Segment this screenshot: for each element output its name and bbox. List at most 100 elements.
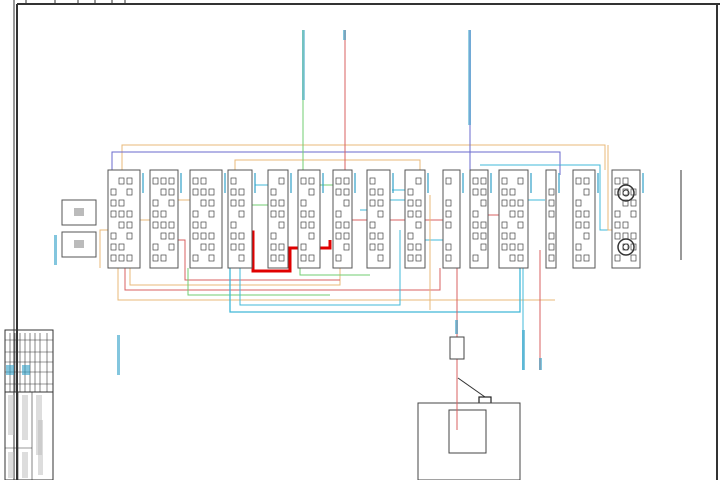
port (208, 210, 215, 218)
port (300, 254, 307, 262)
port (472, 188, 479, 196)
port (407, 210, 414, 218)
title-block-text (38, 420, 43, 475)
rack-device (469, 169, 492, 269)
port (192, 210, 199, 218)
wire-label (468, 30, 471, 125)
port (270, 188, 277, 196)
port (230, 188, 237, 196)
port (548, 188, 555, 196)
device-label (490, 173, 492, 193)
port (168, 188, 175, 196)
port (509, 199, 516, 207)
device-outline (227, 169, 253, 269)
device-outline (545, 169, 557, 269)
port (238, 210, 245, 218)
port (168, 199, 175, 207)
port (480, 232, 487, 240)
port (614, 232, 621, 240)
port (630, 210, 637, 218)
device-outline (149, 169, 179, 269)
speaker-icon-center (622, 243, 630, 251)
port (517, 210, 524, 218)
port (575, 243, 582, 251)
port (583, 232, 590, 240)
port (343, 243, 350, 251)
port (445, 243, 452, 251)
wire-label (522, 330, 525, 370)
speaker-icon-center (622, 189, 630, 197)
port (192, 232, 199, 240)
rack-device (297, 169, 324, 269)
port (208, 243, 215, 251)
port (369, 243, 376, 251)
port (300, 243, 307, 251)
device-label (462, 173, 464, 193)
port (110, 243, 117, 251)
port (548, 254, 555, 262)
port (377, 243, 384, 251)
port (278, 254, 285, 262)
rack-device (442, 169, 464, 269)
port (200, 188, 207, 196)
device-label (224, 173, 226, 193)
port (369, 177, 376, 185)
wire (175, 239, 340, 281)
port (238, 188, 245, 196)
port (208, 254, 215, 262)
port (622, 221, 629, 229)
port (278, 221, 285, 229)
port (335, 177, 342, 185)
rack-device (227, 169, 256, 269)
port (369, 199, 376, 207)
port (335, 232, 342, 240)
title-block-text (22, 452, 28, 478)
device-outline (404, 169, 426, 269)
port (472, 232, 479, 240)
port (407, 199, 414, 207)
title-block-stamp (22, 365, 30, 375)
port (445, 177, 452, 185)
device-outline (189, 169, 223, 269)
port (192, 177, 199, 185)
external-device-label (74, 208, 84, 216)
device-outline (107, 169, 141, 269)
rack-device (267, 169, 292, 269)
port (152, 243, 159, 251)
device-outline (442, 169, 461, 269)
port (517, 254, 524, 262)
port (110, 232, 117, 240)
rack-device (404, 169, 429, 269)
port (517, 199, 524, 207)
port (415, 199, 422, 207)
port (238, 232, 245, 240)
port (501, 221, 508, 229)
port (168, 177, 175, 185)
port (472, 254, 479, 262)
wire-label (117, 335, 120, 375)
port (407, 254, 414, 262)
port (630, 232, 637, 240)
port (152, 177, 159, 185)
port (270, 243, 277, 251)
wire (99, 229, 110, 268)
port (200, 221, 207, 229)
port (200, 243, 207, 251)
device-label (392, 173, 394, 193)
port (270, 210, 277, 218)
port (208, 188, 215, 196)
port (126, 232, 133, 240)
port (480, 243, 487, 251)
port (335, 188, 342, 196)
port (622, 177, 629, 185)
rack-device (366, 169, 394, 269)
port (517, 243, 524, 251)
rack-device (332, 169, 356, 269)
port (278, 243, 285, 251)
port (575, 177, 582, 185)
device-outline (611, 169, 641, 269)
port (110, 199, 117, 207)
rack-device (107, 169, 144, 269)
wire-label (455, 320, 458, 334)
port (118, 243, 125, 251)
